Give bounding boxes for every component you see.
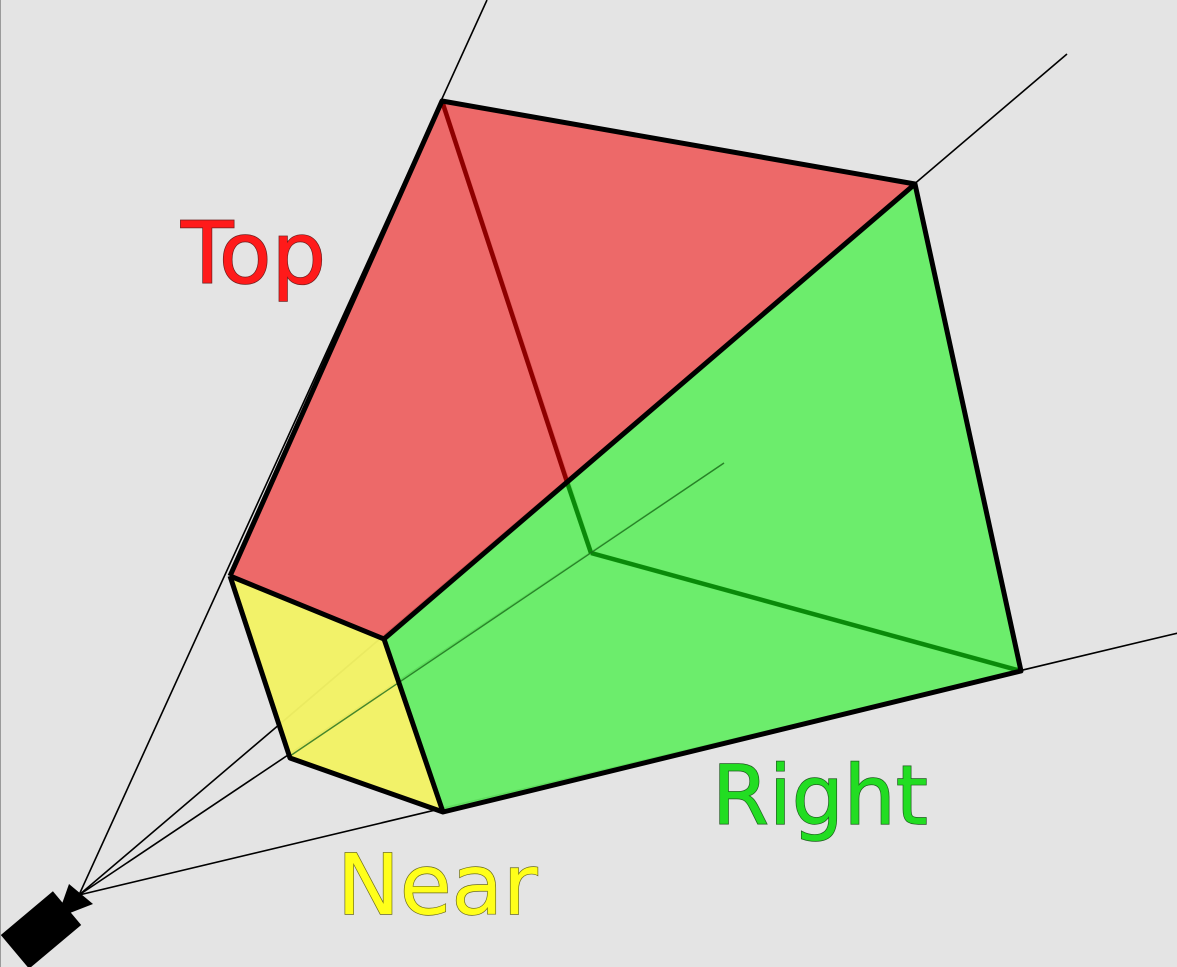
top-label: Top bbox=[180, 204, 326, 304]
camera-lens bbox=[57, 884, 93, 918]
hidden-edge-far-right-visible bbox=[590, 550, 1022, 674]
near-label: Near bbox=[337, 836, 538, 934]
edge-near-right bbox=[381, 638, 446, 813]
right-label: Right bbox=[712, 749, 928, 844]
outline-edge bbox=[227, 98, 1024, 815]
edge-top-right bbox=[382, 182, 917, 641]
camera-icon bbox=[1, 884, 93, 967]
right-face bbox=[384, 184, 1021, 812]
center-ray-through-faces bbox=[289, 462, 725, 757]
edge-near-top bbox=[229, 573, 385, 642]
hidden-edge-top-visible bbox=[439, 100, 570, 483]
near-face bbox=[230, 576, 443, 812]
hidden-edge-right-visible bbox=[564, 481, 594, 554]
top-face bbox=[230, 101, 915, 639]
frustum-outline bbox=[227, 98, 1024, 815]
